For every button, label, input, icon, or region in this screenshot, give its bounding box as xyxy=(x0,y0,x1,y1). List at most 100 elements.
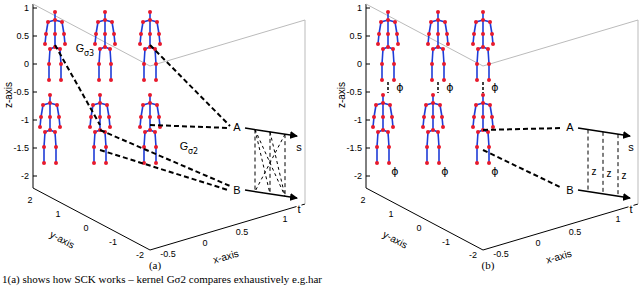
skeleton-joint xyxy=(98,101,102,105)
skeleton-bone xyxy=(387,20,389,34)
skeleton-joint xyxy=(438,103,442,107)
skeleton-joint xyxy=(481,10,485,14)
skeleton-joint xyxy=(91,103,95,107)
kernel-dashed-line xyxy=(483,128,562,130)
skeleton-bone xyxy=(99,49,100,64)
skeleton-joint xyxy=(475,161,479,165)
skeleton-bone xyxy=(110,64,112,80)
skeleton-joint xyxy=(59,62,63,66)
skeleton-joint xyxy=(426,130,430,134)
grid-line xyxy=(483,20,638,66)
skeleton-bone xyxy=(432,103,434,117)
skeleton-joint xyxy=(380,78,384,82)
skeleton-joint xyxy=(103,10,107,14)
skeleton-joint xyxy=(54,145,58,149)
skeleton-joint xyxy=(42,145,46,149)
skeleton-joint xyxy=(430,62,434,66)
skeleton-bone xyxy=(381,64,383,80)
tick-label: 1 xyxy=(357,4,362,13)
tick-label: σ2 xyxy=(187,148,199,156)
skeleton-joint xyxy=(109,78,113,82)
skeleton-bone xyxy=(431,64,433,80)
skeleton-joint xyxy=(481,45,485,49)
skeleton-bone xyxy=(388,147,390,163)
skeleton-joint xyxy=(48,47,52,51)
skeleton-bone xyxy=(382,49,383,64)
skeleton-joint xyxy=(430,78,434,82)
skeleton-joint xyxy=(148,18,152,22)
skeleton-joint xyxy=(481,18,485,22)
plot-label: A xyxy=(232,122,241,133)
skeleton-joint xyxy=(388,103,392,107)
tick-mark xyxy=(366,92,370,93)
skeleton-joint xyxy=(53,10,57,14)
skeleton-bone xyxy=(426,147,428,163)
skeleton-joint xyxy=(93,130,97,134)
tick-label: -0.5 xyxy=(493,250,509,259)
skeleton-bone xyxy=(437,20,439,34)
skeleton-bone xyxy=(55,147,57,163)
skeleton-joint xyxy=(386,32,390,36)
skeleton-joint xyxy=(474,20,478,24)
kernel-dashed-line xyxy=(483,150,562,188)
skeleton-joint xyxy=(53,32,57,36)
skeleton-joint xyxy=(93,42,97,46)
skeleton-joint xyxy=(395,32,399,36)
skeleton-joint xyxy=(142,78,146,82)
skeleton-joint xyxy=(386,130,390,134)
skeleton-joint xyxy=(59,78,63,82)
grid-line xyxy=(33,4,150,66)
skeleton-joint xyxy=(390,115,394,119)
tick-mark xyxy=(366,176,370,177)
tick-label: 0 xyxy=(416,224,421,233)
tick-label: 1 xyxy=(55,210,60,219)
skeleton-joint xyxy=(94,32,98,36)
tick-mark xyxy=(33,8,37,9)
skeleton-bone xyxy=(144,132,145,147)
z-axis-line xyxy=(366,4,367,188)
plot-label: z xyxy=(606,169,613,179)
skeleton-joint xyxy=(427,32,431,36)
skeleton-joint xyxy=(158,42,162,46)
pair-dashed-line xyxy=(255,130,256,192)
plot-label: ϕ xyxy=(490,166,499,177)
tick-mark xyxy=(33,176,37,177)
skeleton-joint xyxy=(113,42,117,46)
skeleton-joint xyxy=(47,62,51,66)
skeleton-joint xyxy=(487,145,491,149)
skeleton-joint xyxy=(475,78,479,82)
skeleton-joint xyxy=(154,78,158,82)
skeleton-joint xyxy=(58,125,62,129)
tick-label: -0.5 xyxy=(160,250,176,259)
skeleton-joint xyxy=(47,78,51,82)
plot-label: ϕ xyxy=(440,166,449,177)
skeleton-joint xyxy=(54,161,58,165)
skeleton-bone xyxy=(482,20,484,34)
skeleton-joint xyxy=(154,145,158,149)
skeleton-joint xyxy=(376,42,380,46)
tick-label: σ3 xyxy=(83,50,95,58)
skeleton-joint xyxy=(148,128,152,132)
skeleton-bone xyxy=(94,132,95,147)
skeleton-joint xyxy=(60,20,64,24)
skeleton-bone xyxy=(143,64,145,80)
skeleton-joint xyxy=(48,101,52,105)
skeleton-bone xyxy=(49,49,50,64)
plot-label: z xyxy=(591,167,598,177)
tick-label: 1 xyxy=(24,4,29,13)
skeleton-bone xyxy=(43,147,45,163)
skeleton-joint xyxy=(96,20,100,24)
tick-mark xyxy=(366,120,370,121)
skeleton-joint xyxy=(381,93,385,97)
tick-mark xyxy=(366,8,370,9)
tick-mark xyxy=(366,64,370,65)
tick-label: -2 xyxy=(136,251,144,260)
tick-mark xyxy=(33,92,37,93)
skeleton-bone xyxy=(49,103,51,117)
skeleton-joint xyxy=(46,20,50,24)
tick-mark xyxy=(33,148,37,149)
plot-label: ϕ xyxy=(490,82,499,93)
skeleton-joint xyxy=(148,93,152,97)
skeleton-joint xyxy=(377,32,381,36)
skeleton-joint xyxy=(104,161,108,165)
